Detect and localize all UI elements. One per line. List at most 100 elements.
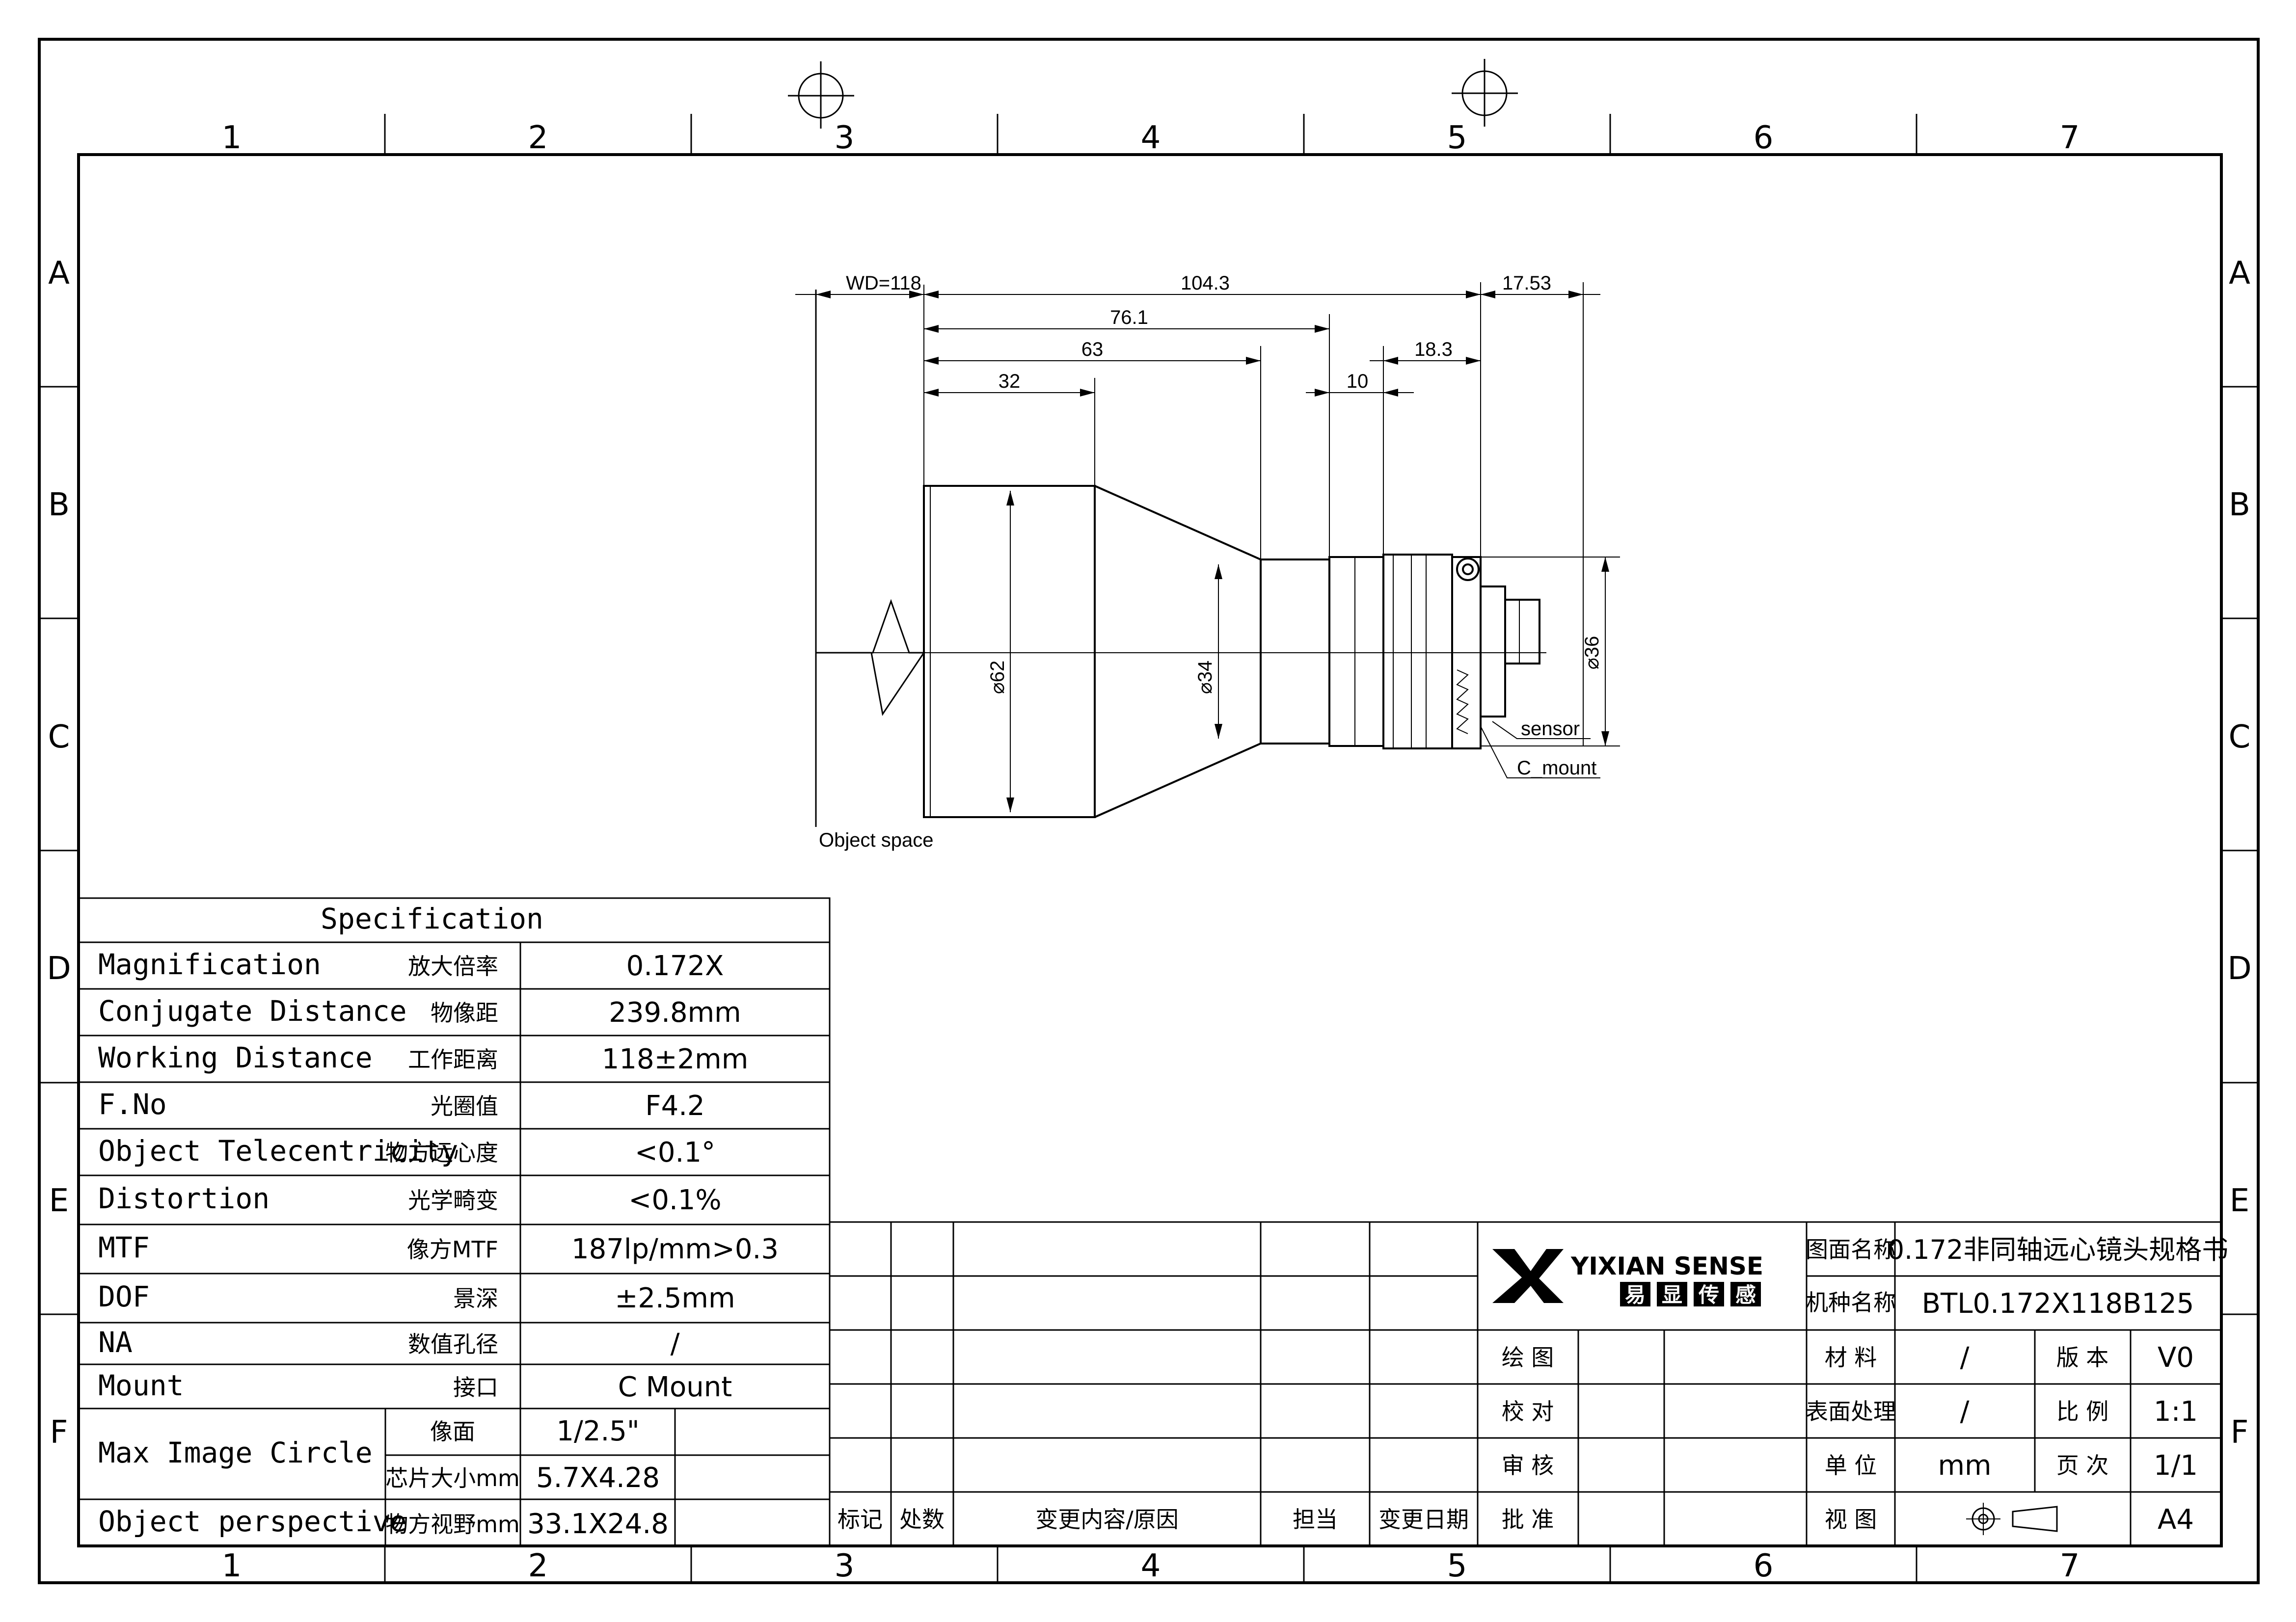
- drawing-name-label: 图面名称: [1806, 1236, 1896, 1263]
- view-label: 视 图: [1825, 1506, 1877, 1533]
- spec-cn-1: 物像距: [431, 1000, 498, 1026]
- title-block: [1477, 1221, 2222, 1547]
- zone-col-4-bottom: 4: [1141, 1548, 1161, 1584]
- spec-value-3: F4.2: [645, 1090, 704, 1122]
- spec-cn-image-plane: 像面: [430, 1418, 475, 1445]
- spec-value-2: 118±2mm: [602, 1043, 749, 1075]
- spec-cn-object-perspective: 物方视野mm: [385, 1511, 520, 1538]
- spec-cn-2: 工作距离: [408, 1046, 498, 1073]
- page-label: 页 次: [2056, 1452, 2109, 1479]
- logo-cn-1: 显: [1662, 1283, 1682, 1307]
- model-name: BTL0.172X118B125: [1922, 1288, 2194, 1320]
- dim-76-1: 76.1: [1110, 307, 1148, 328]
- unit-label: 单 位: [1825, 1452, 1877, 1479]
- rev-header-date: 变更日期: [1378, 1506, 1469, 1533]
- spec-en-4: Object Telecentricity: [98, 1134, 458, 1168]
- zone-row-a-right: A: [2229, 255, 2250, 292]
- c-mount-flange: [1480, 585, 1506, 718]
- approved-label: 批 准: [1502, 1506, 1554, 1533]
- dim-17-53: 17.53: [1502, 272, 1551, 294]
- centering-mark-right: [1452, 59, 1518, 127]
- mid-barrel: [1260, 558, 1330, 745]
- sensor-label: sensor: [1521, 718, 1580, 740]
- spec-cn-0: 放大倍率: [408, 953, 498, 980]
- outer-border: [38, 38, 2260, 1584]
- surface-value: /: [1960, 1396, 1970, 1428]
- c-mount-thread: [1504, 599, 1540, 665]
- dim-dia-36: ⌀36: [1581, 636, 1603, 670]
- zone-col-4-top: 4: [1141, 120, 1161, 156]
- material-label: 材 料: [1825, 1344, 1877, 1371]
- dim-wd: WD=118: [846, 272, 921, 294]
- spec-value-7: ±2.5mm: [615, 1282, 735, 1314]
- ring-1: [1328, 556, 1384, 747]
- spec-en-1: Conjugate Distance: [98, 994, 407, 1028]
- spec-cn-7: 景深: [453, 1285, 498, 1312]
- dim-32: 32: [999, 371, 1021, 392]
- spec-cn-chip-size: 芯片大小mm: [385, 1465, 520, 1491]
- spec-cn-4: 物方远心度: [385, 1140, 498, 1166]
- logo-cn-0: 易: [1625, 1283, 1646, 1307]
- zone-dividers: [39, 114, 2258, 1583]
- spec-value-4: <0.1°: [635, 1137, 715, 1169]
- zone-col-3-bottom: 3: [835, 1548, 855, 1584]
- zone-col-1-bottom: 1: [222, 1548, 242, 1584]
- company-logo: YIXIAN SENSE 易 显 传 感: [1492, 1249, 1763, 1307]
- spec-en-2: Working Distance: [98, 1041, 373, 1074]
- spec-value-8: /: [671, 1328, 680, 1360]
- spec-en-3: F.No: [98, 1088, 167, 1121]
- zone-row-a-left: A: [48, 255, 70, 292]
- spec-cn-3: 光圈值: [431, 1093, 498, 1119]
- version-value: V0: [2158, 1342, 2194, 1374]
- spec-cn-6: 像方MTF: [407, 1236, 498, 1263]
- dim-104-3: 104.3: [1181, 272, 1230, 294]
- zone-row-b-left: B: [48, 487, 70, 523]
- spec-cn-8: 数值孔径: [408, 1331, 498, 1357]
- zone-row-c-right: C: [2229, 719, 2251, 755]
- model-label: 机种名称: [1806, 1289, 1896, 1316]
- spec-value-1: 239.8mm: [609, 997, 741, 1029]
- dim-10: 10: [1347, 371, 1369, 392]
- spec-en-9: Mount: [98, 1369, 184, 1402]
- dim-dia-34: ⌀34: [1194, 661, 1216, 694]
- rev-header-mark: 标记: [837, 1506, 883, 1533]
- lock-screw: [1456, 558, 1480, 581]
- spec-value-9: C Mount: [618, 1371, 732, 1403]
- centering-mark-left: [788, 61, 854, 129]
- logo-name-en: YIXIAN SENSE: [1570, 1252, 1763, 1280]
- rev-header-count: 处数: [899, 1506, 945, 1533]
- reviewed-label: 审 核: [1502, 1452, 1554, 1479]
- zone-col-5-top: 5: [1447, 120, 1467, 156]
- drawing-name: 0.172非同轴远心镜头规格书: [1888, 1234, 2229, 1265]
- spec-value-6: 187lp/mm>0.3: [571, 1233, 779, 1265]
- checked-label: 校 对: [1502, 1398, 1554, 1425]
- arrowheads: [816, 291, 1609, 812]
- zone-row-d-right: D: [2227, 951, 2251, 987]
- object-break-line: [816, 599, 925, 716]
- zone-row-f-right: F: [2231, 1414, 2249, 1451]
- rev-header-content: 变更内容/原因: [1035, 1506, 1179, 1533]
- zone-col-6-top: 6: [1754, 120, 1774, 156]
- surface-label: 表面处理: [1806, 1398, 1896, 1425]
- spec-en-max-image-circle: Max Image Circle: [98, 1436, 373, 1469]
- spec-value-5: <0.1%: [628, 1184, 721, 1216]
- zone-col-5-bottom: 5: [1447, 1548, 1467, 1584]
- zone-col-7-top: 7: [2060, 120, 2080, 156]
- spec-value-chip-size: 5.7X4.28: [536, 1462, 660, 1494]
- zone-col-2-top: 2: [528, 120, 548, 156]
- rev-header-owner: 担当: [1293, 1506, 1338, 1533]
- zone-row-e-right: E: [2230, 1183, 2249, 1219]
- spec-en-0: Magnification: [98, 948, 321, 981]
- revision-headers: 标记 处数 变更内容/原因 担当 变更日期: [837, 1506, 1469, 1533]
- spec-en-object-perspective: Object perspective: [98, 1505, 407, 1538]
- front-barrel: [923, 485, 1096, 818]
- zone-row-d-left: D: [47, 951, 71, 987]
- page-value: 1/1: [2154, 1450, 2198, 1482]
- spec-cn-5: 光学畸变: [408, 1187, 498, 1214]
- zone-row-c-left: C: [48, 719, 70, 755]
- spec-table-text: Specification Magnification 放大倍率 0.172X …: [98, 902, 779, 1540]
- spec-title: Specification: [321, 902, 543, 935]
- zone-col-2-bottom: 2: [528, 1548, 548, 1584]
- logo-x-mark: [1492, 1249, 1564, 1303]
